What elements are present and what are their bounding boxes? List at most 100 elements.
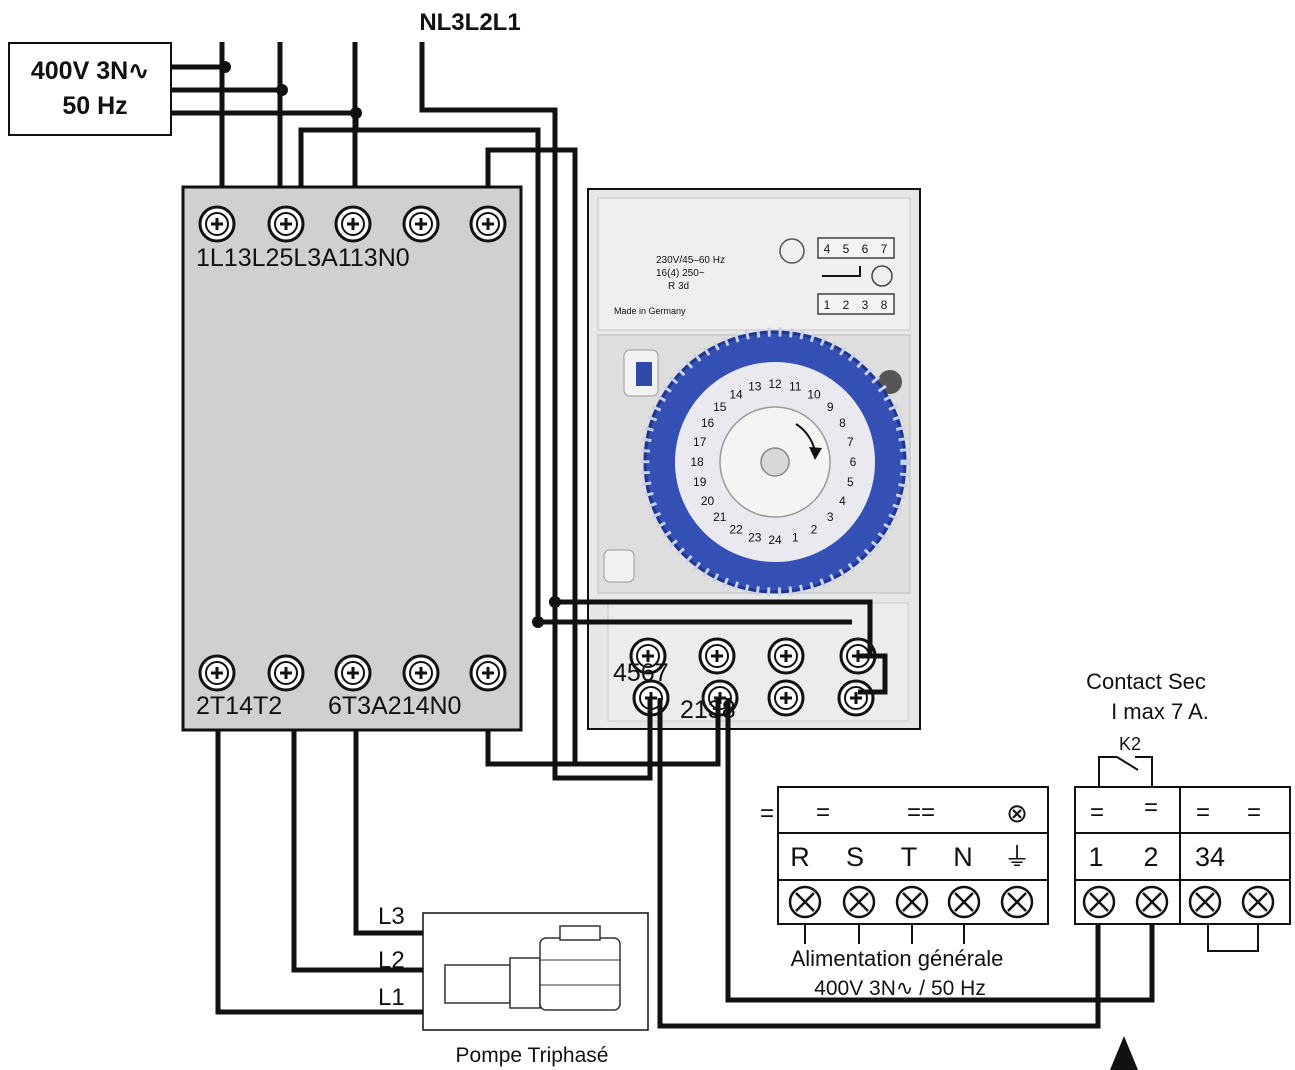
dial-hour-label: 7	[847, 435, 854, 449]
dry-label-1: 1	[1088, 842, 1103, 872]
motor-symbol-icon	[871, 265, 893, 287]
dial-hour-label: 20	[701, 494, 715, 508]
main-terminal-n	[947, 885, 981, 919]
pump-input-l3: L3	[378, 903, 405, 930]
dial-hour-label: 17	[693, 435, 707, 449]
main-label-t: T	[901, 842, 918, 872]
dial-hour-label: 4	[839, 494, 846, 508]
pump-housing-icon	[539, 937, 621, 1011]
wire-a2	[552, 602, 653, 781]
wire-timer-bridge	[858, 653, 888, 695]
dial-center-knob	[760, 447, 790, 477]
main-caption-1: Alimentation générale	[791, 946, 1004, 971]
contactor-bottom-screw-1	[198, 654, 236, 692]
dry-contact-title: Contact Sec	[1086, 669, 1206, 694]
timer-spec-3: R 3d	[668, 281, 689, 292]
contactor-bottom-screw-2	[267, 654, 305, 692]
dial-hour-label: 10	[807, 388, 821, 402]
contactor-top-screw-4	[402, 205, 440, 243]
main-label-n: N	[953, 842, 973, 872]
dial-hour-label: 12	[768, 377, 782, 391]
dry-contact-block: Contact Sec I max 7 A. K2 = = = = 1 2 34	[1074, 669, 1291, 952]
dry-terminal-4	[1241, 885, 1275, 919]
timer-bottom-screw-4	[837, 679, 875, 717]
wire-timer-feed	[356, 127, 852, 625]
timer-terminal-label-top: 4567	[613, 659, 669, 687]
main-terminal-r	[788, 885, 822, 919]
main-header-2: ==	[907, 799, 935, 826]
supply-voltage: 400V 3N∿	[31, 57, 149, 85]
main-header-1: =	[816, 799, 830, 826]
dial-hour-label: 3	[827, 510, 834, 524]
svg-text:7: 7	[881, 242, 888, 256]
contactor-bottom-screw-5	[469, 654, 507, 692]
dial-hour-label: 15	[713, 400, 727, 414]
dry-header-1: =	[1090, 799, 1104, 826]
dial-hour-label: 1	[792, 530, 799, 544]
ground-icon: ⏚	[1004, 842, 1030, 872]
dial-hour-label: 5	[847, 475, 854, 489]
pump-input-l1: L1	[378, 984, 405, 1011]
timer-bottom-number-row: 1 2 3 8	[817, 293, 895, 315]
svg-text:6: 6	[862, 242, 869, 256]
wire-14n0	[485, 730, 575, 767]
dry-terminal-1	[1082, 885, 1116, 919]
dial-hour-label: 22	[729, 523, 743, 537]
timer-bottom-screw-3	[767, 679, 805, 717]
contactor-bottom-screw-3	[334, 654, 372, 692]
pump-motor-icon	[444, 964, 511, 1004]
contactor-top-screw-5	[469, 205, 507, 243]
main-block-prefix: =	[760, 800, 774, 827]
svg-text:4: 4	[824, 242, 831, 256]
rotation-arrow-head-icon	[809, 447, 822, 460]
svg-text:3: 3	[862, 298, 869, 312]
dial-hour-label: 8	[839, 416, 846, 430]
main-label-s: S	[846, 842, 864, 872]
dial-hour-label: 6	[850, 455, 857, 469]
phase-label: NL3L2L1	[419, 9, 520, 36]
dial-hour-label: 9	[827, 400, 834, 414]
wire-contact-2	[725, 698, 1155, 1003]
dry-contact-max: I max 7 A.	[1111, 699, 1209, 724]
contactor-bottom-screw-4	[402, 654, 440, 692]
contactor-top-screw-1	[198, 205, 236, 243]
wire-pump-l1	[215, 730, 423, 1015]
timer-top-number-row: 4 5 6 7	[817, 237, 895, 259]
pump: L3 L2 L1 Pompe Triphasé	[378, 903, 649, 1067]
timer-top-screw-3	[767, 637, 805, 675]
pump-input-l2: L2	[378, 947, 405, 974]
wire-pump-l3	[353, 730, 423, 936]
dry-terminal-2	[1135, 885, 1169, 919]
dry-header-2: =	[1144, 794, 1158, 821]
dry-terminal-3	[1188, 885, 1222, 919]
dry-label-34: 34	[1195, 842, 1225, 872]
timer-spec-1: 230V/45–60 Hz	[656, 255, 725, 266]
contactor-top-screw-2	[267, 205, 305, 243]
main-terminal-ground	[1000, 885, 1034, 919]
dial-hour-label: 24	[768, 533, 782, 547]
timer-top-screw-2	[698, 637, 736, 675]
dial-hour-label: 19	[693, 475, 707, 489]
contactor-top-labels: 1L13L25L3A113N0	[196, 244, 410, 272]
relay-label: K2	[1119, 734, 1141, 754]
main-terminal-s	[842, 885, 876, 919]
main-label-r: R	[790, 842, 810, 872]
dry-header-4: =	[1247, 799, 1261, 826]
main-caption-2: 400V 3N∿ / 50 Hz	[814, 977, 986, 1000]
pump-label: Pompe Triphasé	[456, 1044, 609, 1067]
timer-schematic-icon	[822, 266, 861, 277]
svg-text:5: 5	[843, 242, 850, 256]
contactor-bottom-labels-left: 2T14T2	[196, 692, 282, 720]
timer: 230V/45–60 Hz 16(4) 250~ R 3d Made in Ge…	[587, 188, 921, 730]
wire-contact-1	[657, 698, 1101, 1029]
wire-13n0	[485, 147, 721, 767]
timer-spec-2: 16(4) 250~	[656, 268, 705, 279]
wire-pump-l2	[291, 730, 423, 973]
wires	[170, 42, 1155, 1029]
supply-box: 400V 3N∿ 50 Hz	[8, 42, 172, 136]
wire-a1-feed	[298, 113, 359, 187]
arrow-up-icon	[1110, 1036, 1138, 1070]
contactor-top-screw-3	[334, 205, 372, 243]
